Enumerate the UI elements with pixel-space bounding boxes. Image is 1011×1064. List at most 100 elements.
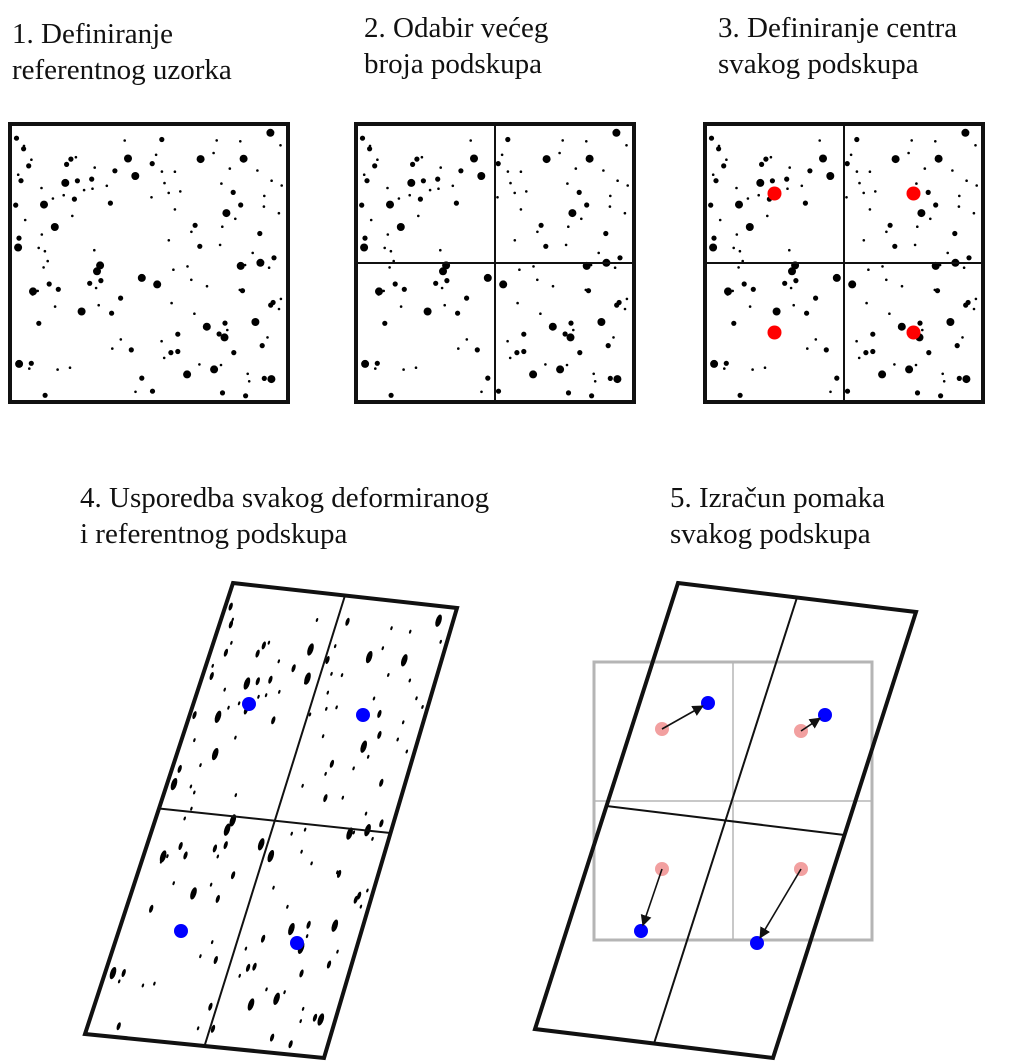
speckle-dot (485, 375, 491, 381)
speckle-dot (386, 233, 390, 236)
speckle-dot (36, 320, 42, 326)
speckle-dot (211, 663, 214, 668)
speckle-dot (500, 153, 504, 157)
speckle-dot (93, 166, 96, 169)
speckle-dot (168, 350, 174, 356)
speckle-dot (154, 153, 158, 157)
speckle-dot (562, 331, 568, 337)
speckle-dot (372, 696, 376, 701)
speckle-dot (568, 209, 577, 218)
deformed-center-dot (356, 708, 370, 722)
speckle-dot (356, 891, 362, 900)
speckle-dot (173, 170, 177, 173)
speckle-dot (383, 246, 387, 250)
speckle-dot (421, 704, 424, 710)
speckle-dot (891, 155, 900, 164)
speckle-dot (717, 144, 721, 148)
speckle-dot (888, 312, 891, 316)
speckle-dot (272, 885, 275, 890)
speckle-dot (934, 154, 943, 163)
speckle-dot (238, 202, 244, 208)
speckle-dot (50, 223, 59, 231)
speckle-dot (183, 816, 186, 821)
speckle-dot (735, 233, 739, 236)
speckle-dot (177, 764, 182, 773)
speckle-dot (408, 678, 412, 683)
speckle-dot (220, 182, 223, 185)
speckle-dot (829, 390, 832, 394)
step-1-caption-line-2: referentnog uzorka (12, 54, 232, 86)
speckle-dot (209, 672, 214, 680)
speckle-dot (209, 882, 213, 887)
speckle-dot (737, 266, 740, 269)
speckle-dot (149, 388, 156, 394)
speckle-dot (585, 154, 594, 163)
speckle-dot (268, 675, 273, 684)
speckle-dot (68, 366, 72, 370)
speckle-dot (788, 166, 791, 169)
speckle-dot (359, 202, 365, 208)
speckle-dot (961, 336, 964, 339)
speckle-dot (893, 363, 896, 366)
subset-center-dot (906, 325, 921, 340)
speckle-dot (848, 280, 857, 289)
speckle-dot (564, 243, 568, 247)
speckle-dot (929, 217, 932, 221)
speckle-dot (913, 243, 917, 247)
speckle-dot (210, 940, 214, 945)
speckle-dot (257, 694, 260, 699)
speckle-dot (359, 904, 363, 909)
speckle-dot (870, 348, 876, 355)
speckle-dot (221, 225, 224, 228)
speckle-dot (239, 154, 248, 163)
speckle-dot (55, 286, 61, 292)
speckle-dot (379, 819, 384, 828)
speckle-dot (326, 960, 332, 969)
deformed-center-dot (242, 697, 256, 711)
speckle-dot (844, 161, 850, 167)
speckle-dot (286, 904, 289, 909)
speckle-dot (308, 712, 312, 717)
speckle-dot (71, 214, 74, 218)
speckle-dot (262, 205, 266, 208)
speckle-dot (417, 214, 420, 218)
speckle-dot (340, 673, 344, 678)
speckle-dot (326, 690, 330, 695)
speckle-dot (273, 992, 280, 1005)
speckle-dot (223, 648, 229, 657)
speckle-dot (219, 390, 226, 396)
speckle-dot (74, 155, 78, 159)
speckle-dot (190, 278, 193, 282)
speckle-dot (288, 1040, 293, 1049)
speckle-dot (198, 363, 201, 366)
speckle-dot (751, 368, 754, 371)
speckle-dot (226, 328, 229, 332)
speckle-dot (916, 225, 919, 228)
speckle-dot (105, 184, 109, 188)
speckle-dot (792, 303, 795, 307)
speckle-dot (951, 169, 954, 172)
speckle-dot (321, 734, 325, 739)
speckle-dot (934, 288, 941, 294)
speckle-dot (495, 388, 502, 394)
speckle-dot (333, 644, 337, 649)
speckle-dot (269, 1033, 275, 1042)
speckle-dot (483, 273, 492, 282)
speckle-dot (616, 179, 619, 182)
speckle-dot (819, 154, 827, 163)
speckle-dot (107, 200, 113, 206)
speckle-dot (519, 208, 523, 211)
speckle-dot (246, 372, 249, 376)
speckle-dot (900, 284, 904, 288)
speckle-dot (417, 196, 423, 202)
speckle-dot (396, 223, 405, 231)
deformed-center-dot (174, 924, 188, 938)
speckle-dot (862, 239, 866, 242)
speckle-dot (13, 135, 20, 141)
speckle-dot (132, 177, 136, 180)
displacement-arrow (640, 868, 663, 927)
speckle-dot (536, 278, 539, 282)
speckle-dot (279, 297, 283, 301)
speckle-dot (921, 328, 924, 332)
speckle-dot (941, 372, 944, 376)
